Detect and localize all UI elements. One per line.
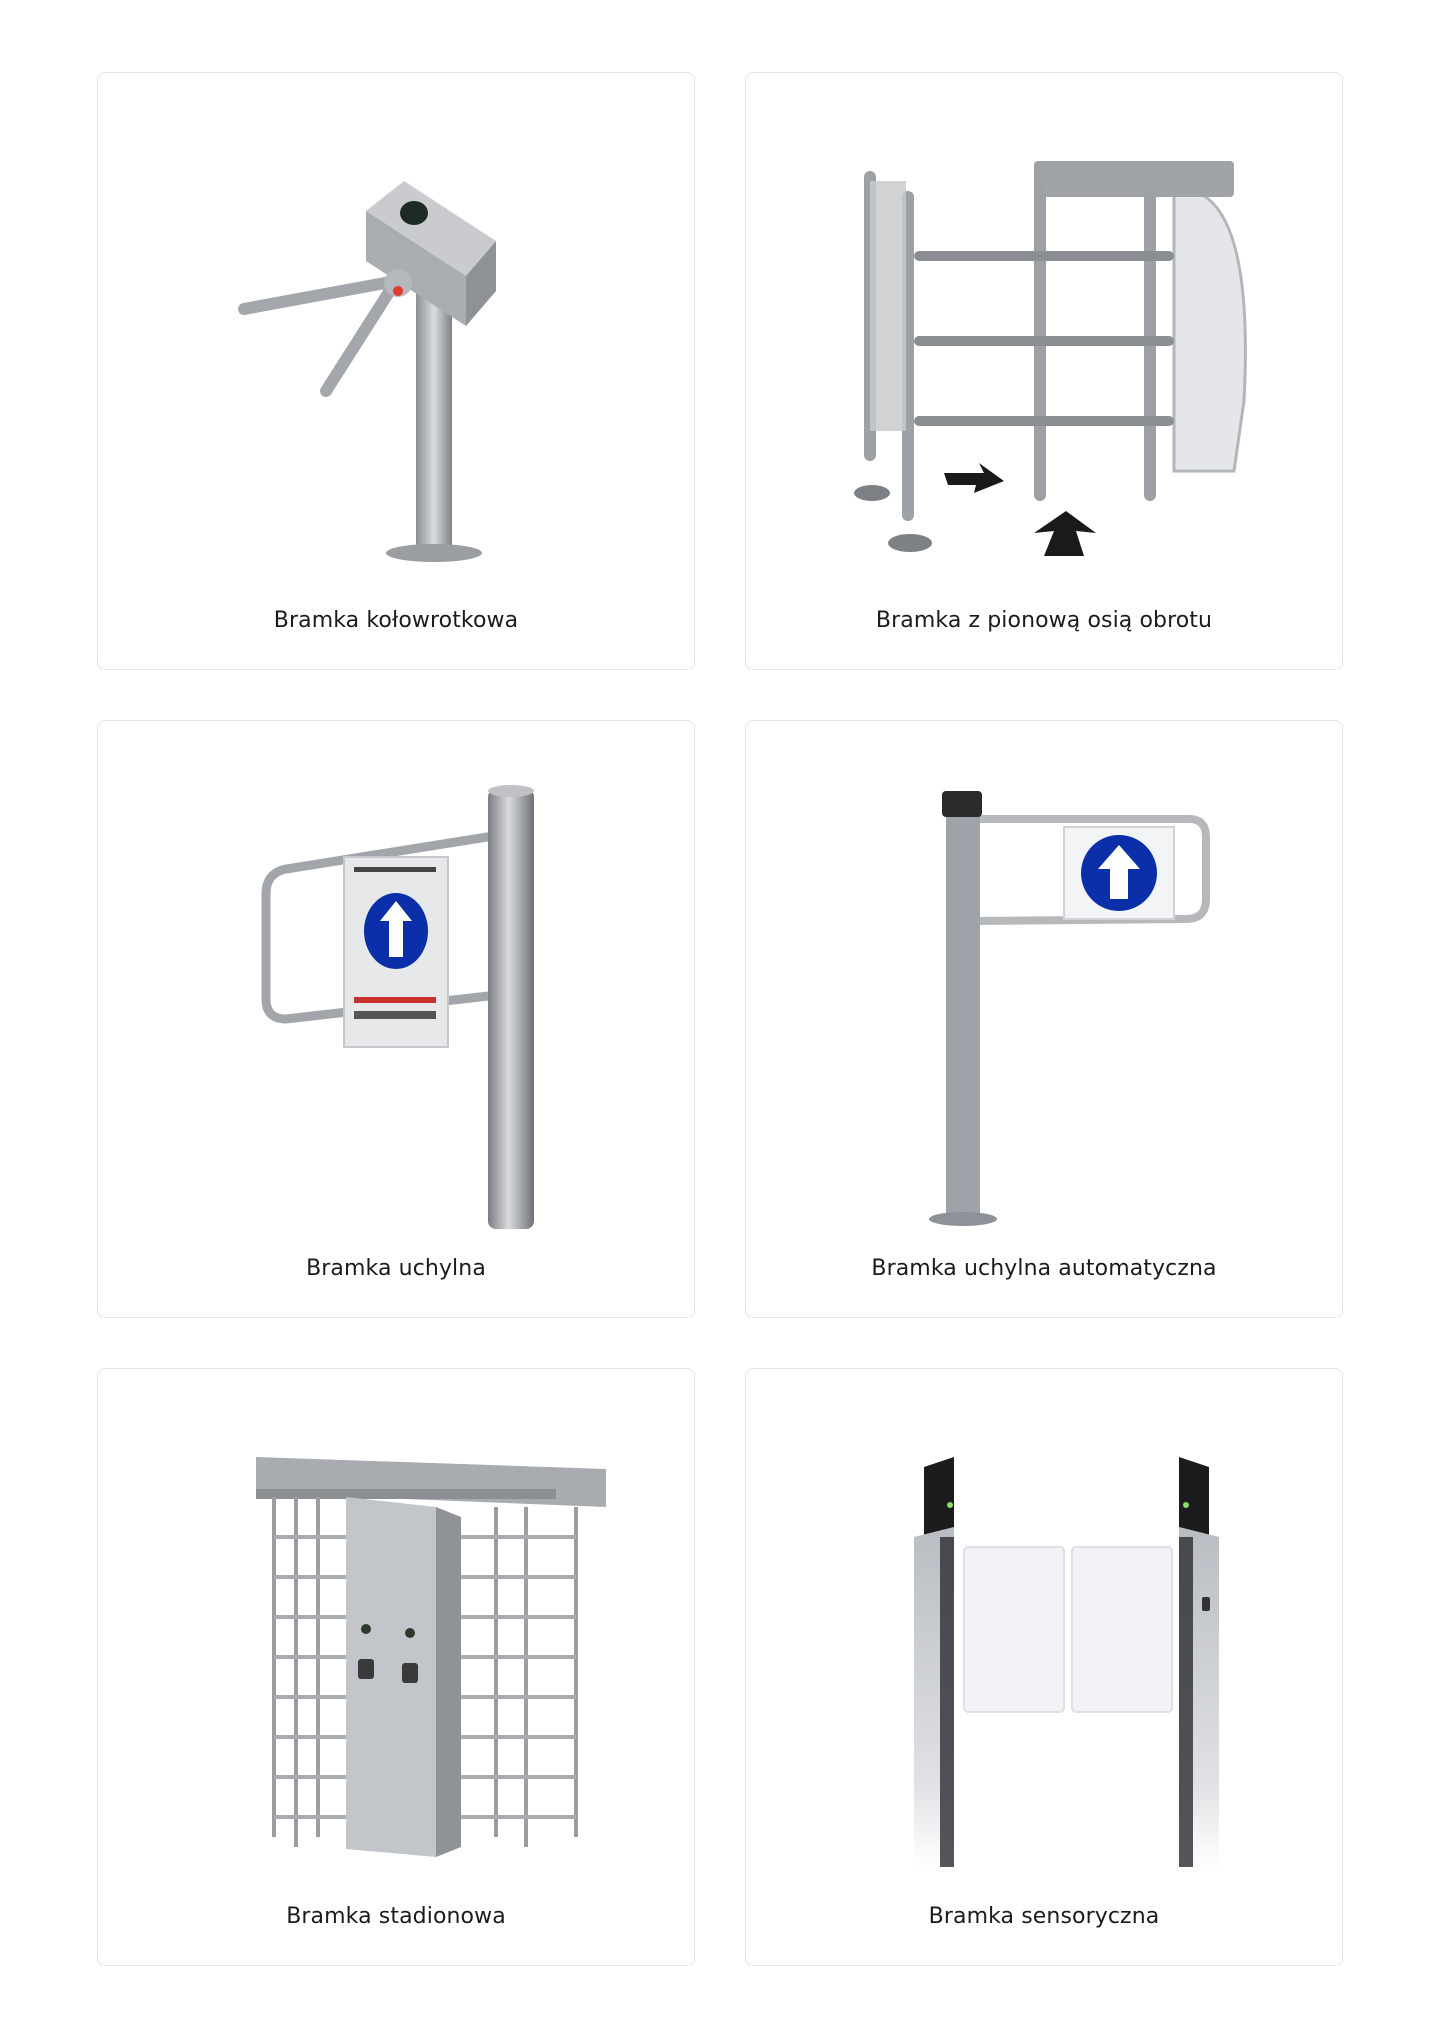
product-label: Bramka uchylna automatyczna	[871, 1256, 1217, 1281]
tripod-turnstile-icon	[166, 101, 626, 581]
product-label: Bramka sensoryczna	[928, 1904, 1160, 1929]
swing-gate-icon	[166, 749, 626, 1229]
product-label: Bramka uchylna	[306, 1256, 486, 1281]
product-card-automatic-swing-gate[interactable]: Bramka uchylna automatyczna	[745, 720, 1343, 1318]
product-card-full-height-turnstile[interactable]: Bramka stadionowa	[97, 1368, 695, 1966]
product-card-half-height-turnstile[interactable]: Bramka z pionową osią obrotu	[745, 72, 1343, 670]
product-label: Bramka stadionowa	[286, 1904, 506, 1929]
product-card-speed-gate[interactable]: Bramka sensoryczna	[745, 1368, 1343, 1966]
product-label: Bramka kołowrotkowa	[273, 608, 519, 633]
product-card-tripod-turnstile[interactable]: Bramka kołowrotkowa	[97, 72, 695, 670]
full-height-turnstile-icon	[166, 1397, 626, 1877]
half-height-turnstile-icon	[814, 101, 1274, 581]
automatic-swing-gate-icon	[814, 749, 1274, 1229]
product-card-swing-gate[interactable]: Bramka uchylna	[97, 720, 695, 1318]
product-grid: Bramka kołowrotkowa	[97, 72, 1345, 1966]
product-label: Bramka z pionową osią obrotu	[875, 608, 1213, 633]
speed-gate-icon	[814, 1397, 1274, 1877]
